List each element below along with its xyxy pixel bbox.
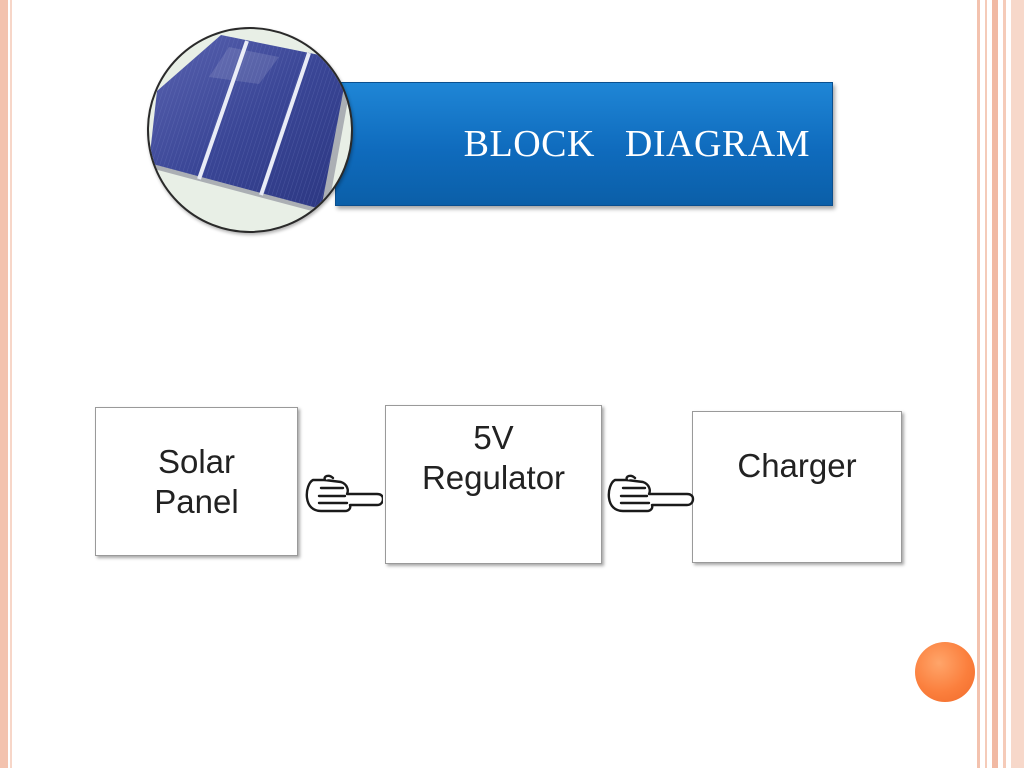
solar-cell-image (147, 27, 353, 233)
pointing-hand-icon (607, 474, 695, 513)
frame-right-line (1011, 0, 1024, 768)
regulator-label-line1: 5V (473, 419, 514, 456)
slide-title: BLOCK DIAGRAM (463, 123, 810, 165)
charger-label-line1: Charger (737, 447, 857, 484)
regulator-label-line2: Regulator (421, 458, 566, 496)
frame-right-line (1003, 0, 1006, 768)
frame-left-border (0, 0, 8, 768)
frame-right-line (985, 0, 987, 768)
charger-block: Charger (692, 411, 902, 563)
solar-panel-label-line1: Solar (157, 442, 236, 480)
decorative-orange-dot (915, 642, 975, 702)
frame-left-inner-line (10, 0, 12, 768)
solar-panel-block: Solar Panel (95, 407, 298, 556)
pointing-hand-icon (305, 474, 383, 513)
regulator-block: 5V Regulator (385, 405, 602, 564)
title-banner: BLOCK DIAGRAM (335, 82, 833, 206)
solar-panel-label-line2: Panel (154, 482, 239, 520)
frame-right-line (977, 0, 980, 768)
frame-right-line (992, 0, 998, 768)
